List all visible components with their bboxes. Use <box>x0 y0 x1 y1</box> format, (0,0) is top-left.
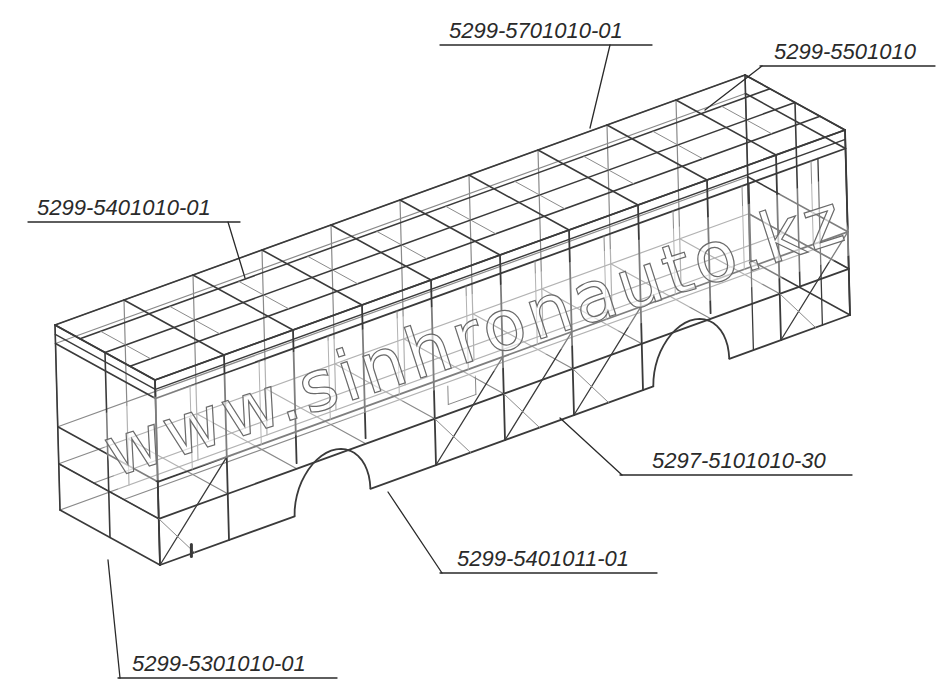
wheel-arch <box>653 319 729 386</box>
end-frame-post <box>55 325 60 510</box>
underline <box>440 44 652 45</box>
far-side-post <box>55 325 60 510</box>
underline <box>440 572 657 573</box>
watermark: www.sinhronauto.kz <box>94 177 855 492</box>
underline <box>28 221 240 222</box>
roof-bow <box>377 231 427 258</box>
hatch-frame <box>447 386 449 405</box>
leader-line <box>228 222 245 278</box>
roof-bow <box>170 306 220 334</box>
roof-bow <box>239 281 289 309</box>
leader-line <box>705 66 762 110</box>
roof-bow <box>124 300 224 355</box>
underline <box>118 677 337 678</box>
roof-bow <box>331 225 431 280</box>
underline <box>620 474 852 475</box>
side-brace <box>504 394 540 428</box>
part-number: 5297-5101010-30 <box>650 448 828 473</box>
leader-line <box>108 560 120 678</box>
hatch-frame <box>475 376 477 395</box>
roof-bow <box>308 256 358 284</box>
part-number: 5299-5401010-01 <box>35 195 213 220</box>
side-brace <box>780 294 816 328</box>
roof-bow <box>676 100 776 155</box>
side-rail <box>370 386 653 489</box>
roof-bow <box>262 250 362 305</box>
underline <box>760 65 935 66</box>
leader-line <box>590 45 610 128</box>
side-brace <box>159 519 195 553</box>
hatch-frame <box>448 395 476 405</box>
roof-bow <box>584 156 634 184</box>
towing-hook <box>190 545 193 557</box>
part-number: 5299-5501010 <box>772 39 918 64</box>
roof-bow <box>193 275 293 330</box>
side-brace <box>435 419 471 453</box>
wheel-arch <box>295 449 371 516</box>
side-rail <box>160 516 295 565</box>
roof-bow <box>515 181 565 209</box>
roof-bow <box>538 150 638 205</box>
roof-bow <box>400 200 500 255</box>
roof-bow <box>653 131 703 159</box>
roof-bow <box>469 175 569 230</box>
part-number: 5299-5701010-01 <box>447 18 625 43</box>
part-number: 5299-5301010-01 <box>130 651 308 676</box>
part-number: 5299-5401011-01 <box>455 546 631 571</box>
side-rail <box>729 315 850 359</box>
roof-bow <box>446 206 496 234</box>
leader-line <box>560 418 622 475</box>
side-brace <box>573 369 609 403</box>
leader-line <box>388 492 442 573</box>
roof-bow <box>607 125 707 180</box>
